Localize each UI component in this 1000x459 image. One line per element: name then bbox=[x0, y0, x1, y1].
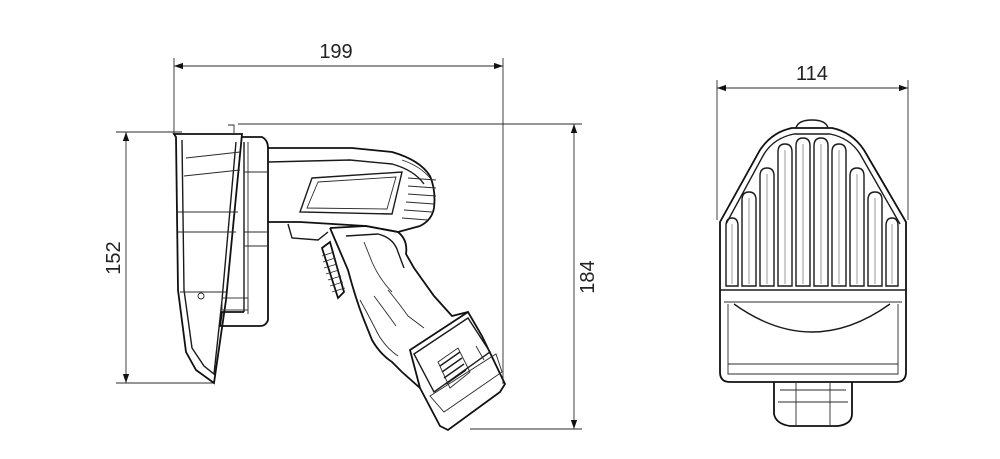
motor-body bbox=[267, 147, 437, 233]
front-housing bbox=[719, 119, 907, 383]
front-handle-stub bbox=[773, 382, 853, 427]
side-view: 199 152 184 bbox=[103, 41, 599, 432]
dimension-label-199: 199 bbox=[319, 41, 352, 63]
front-view: 114 bbox=[716, 63, 909, 427]
handle bbox=[329, 225, 469, 389]
dimension-label-152: 152 bbox=[103, 241, 125, 274]
battery-pack bbox=[408, 310, 507, 432]
dimension-side-blade-height: 152 bbox=[103, 131, 214, 384]
dimension-label-114: 114 bbox=[796, 63, 828, 85]
dimension-label-184: 184 bbox=[577, 260, 599, 293]
motor-flange bbox=[218, 136, 269, 327]
dimension-side-width: 199 bbox=[173, 41, 504, 384]
trigger bbox=[287, 223, 346, 300]
dimension-front-width: 114 bbox=[716, 63, 909, 220]
dimension-side-total-height: 184 bbox=[238, 123, 599, 430]
blade-guard bbox=[172, 124, 243, 385]
front-blade-fins bbox=[725, 137, 899, 287]
